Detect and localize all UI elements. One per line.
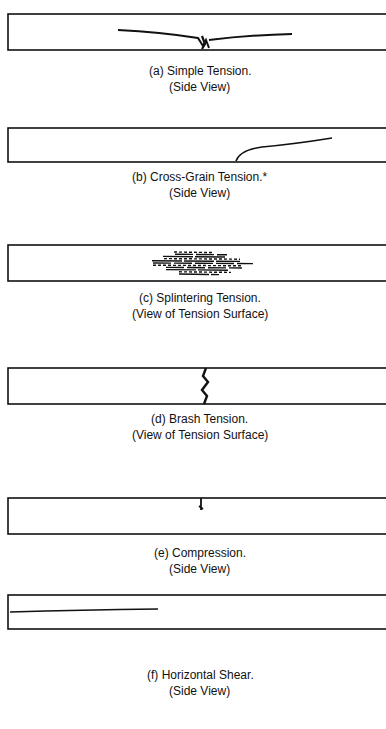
beam: [8, 14, 386, 50]
splinter-stroke: [153, 262, 253, 264]
splinter-stroke: [153, 265, 241, 267]
splinter-stroke: [179, 271, 231, 273]
caption-view: (View of Tension Surface): [132, 428, 268, 442]
brash-crack: [202, 368, 208, 404]
shear-crack: [10, 609, 158, 612]
caption-view: (Side View): [169, 186, 230, 200]
beam: [8, 128, 386, 162]
cross-grain-crack: [236, 138, 332, 161]
caption-title: (b) Cross-Grain Tension.*: [132, 170, 267, 184]
tension-crack: [118, 30, 209, 48]
beam: [8, 245, 386, 281]
compression-wrinkle: [199, 498, 203, 510]
splinter-stroke: [174, 251, 214, 253]
splinter-stroke: [166, 269, 230, 271]
beam: [8, 498, 386, 534]
splinter-stroke: [163, 256, 227, 258]
tension-crack: [202, 36, 205, 49]
tension-crack: [209, 34, 292, 40]
caption-title: (e) Compression.: [154, 546, 246, 560]
caption-view: (Side View): [169, 562, 230, 576]
splinter-stroke: [152, 260, 240, 262]
splinter-stroke: [164, 258, 240, 260]
caption-title: (c) Splintering Tension.: [139, 291, 261, 305]
beam: [8, 368, 386, 404]
splinter-stroke: [166, 267, 242, 269]
caption-title: (f) Horizontal Shear.: [147, 668, 254, 682]
splinter-stroke: [175, 253, 227, 255]
caption-view: (Side View): [169, 80, 230, 94]
splinter-stroke: [179, 273, 219, 275]
beam: [8, 595, 386, 629]
caption-view: (View of Tension Surface): [132, 307, 268, 321]
caption-view: (Side View): [169, 684, 230, 698]
splinter-marks: [152, 252, 253, 275]
caption-title: (a) Simple Tension.: [149, 64, 252, 78]
caption-title: (d) Brash Tension.: [151, 412, 248, 426]
